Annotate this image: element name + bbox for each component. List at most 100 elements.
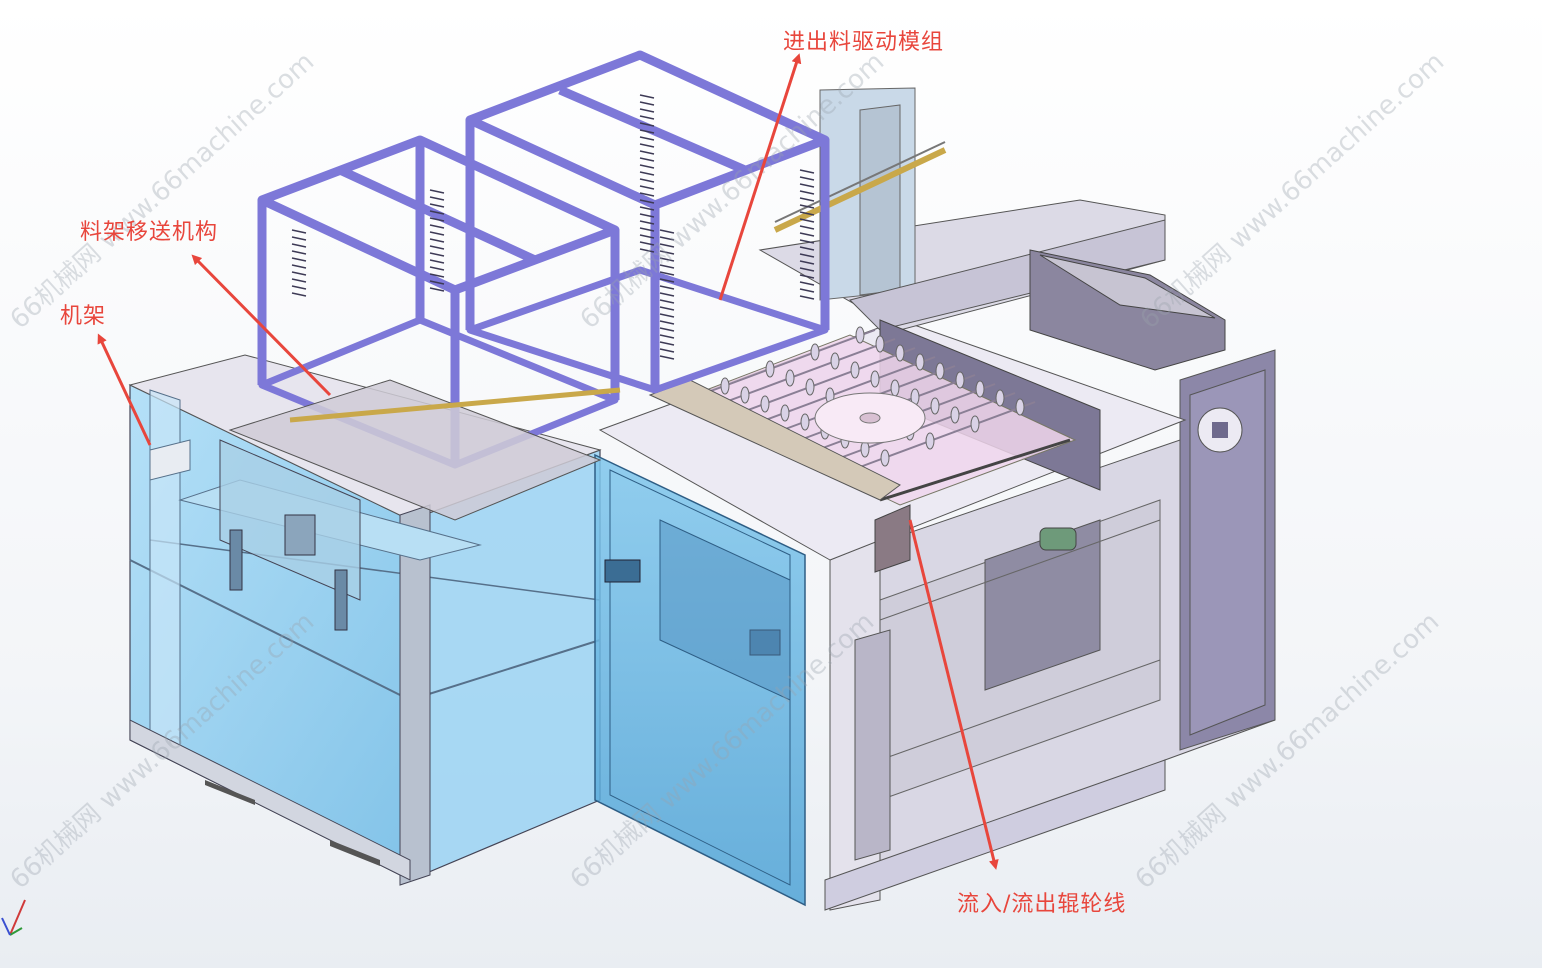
comb-tooth: [639, 150, 655, 155]
roller-wheel: [800, 413, 810, 431]
comb-tooth: [429, 273, 445, 278]
arrow-frame: [97, 333, 152, 446]
arrow-feed-drive: [718, 53, 802, 301]
roller-wheel: [785, 369, 795, 387]
comb-tooth: [639, 227, 655, 232]
roller-wheel: [780, 404, 790, 422]
comb-tooth: [659, 292, 675, 297]
comb-tooth: [291, 271, 307, 276]
roller-wheel: [740, 386, 750, 404]
arrow-rack-transfer: [191, 254, 332, 397]
comb-tooth: [639, 199, 655, 204]
comb-tooth: [429, 252, 445, 257]
comb-tooth: [799, 204, 815, 209]
rack-comb-teeth: [291, 94, 815, 360]
comb-tooth: [799, 260, 815, 265]
watermark-1: 66机械网 www.66machine.com: [5, 47, 321, 335]
comb-tooth: [429, 224, 445, 229]
comb-tooth: [639, 234, 655, 239]
comb-tooth: [799, 169, 815, 174]
comb-tooth: [639, 122, 655, 127]
roller-wheel: [720, 377, 730, 395]
comb-tooth: [639, 108, 655, 113]
roller-wheel: [805, 378, 815, 396]
comb-tooth: [799, 281, 815, 286]
comb-tooth: [291, 243, 307, 248]
comb-tooth: [639, 129, 655, 134]
comb-tooth: [429, 238, 445, 243]
roller-wheel: [950, 406, 960, 424]
comb-tooth: [291, 229, 307, 234]
comb-tooth: [639, 171, 655, 176]
comb-tooth: [659, 348, 675, 353]
label-feed-drive: 进出料驱动模组: [783, 30, 945, 55]
comb-tooth: [639, 192, 655, 197]
roller-wheel: [855, 326, 865, 344]
comb-tooth: [429, 203, 445, 208]
comb-tooth: [659, 250, 675, 255]
comb-tooth: [659, 341, 675, 346]
comb-tooth: [291, 236, 307, 241]
roller-wheel: [930, 397, 940, 415]
comb-tooth: [659, 229, 675, 234]
comb-tooth: [639, 220, 655, 225]
watermark-3: 66机械网 www.66machine.com: [1135, 47, 1451, 335]
comb-tooth: [639, 248, 655, 253]
comb-tooth: [659, 320, 675, 325]
comb-tooth: [639, 115, 655, 120]
roller-wheel: [995, 389, 1005, 407]
comb-tooth: [799, 274, 815, 279]
comb-tooth: [291, 292, 307, 297]
comb-tooth: [429, 196, 445, 201]
roller-wheel: [895, 344, 905, 362]
label-roller-line: 流入/流出辊轮线: [957, 892, 1127, 917]
comb-tooth: [291, 278, 307, 283]
comb-tooth: [799, 211, 815, 216]
comb-tooth: [429, 259, 445, 264]
comb-tooth: [659, 264, 675, 269]
comb-tooth: [291, 250, 307, 255]
roller-wheel: [975, 380, 985, 398]
comb-tooth: [639, 143, 655, 148]
comb-tooth: [639, 213, 655, 218]
comb-tooth: [659, 327, 675, 332]
label-rack-transfer: 料架移送机构: [80, 220, 219, 245]
comb-tooth: [799, 288, 815, 293]
comb-tooth: [429, 189, 445, 194]
roller-wheel: [850, 361, 860, 379]
comb-tooth: [659, 257, 675, 262]
roller-wheel: [830, 352, 840, 370]
roller-wheel: [1015, 398, 1025, 416]
comb-tooth: [291, 285, 307, 290]
roller-wheel: [890, 379, 900, 397]
roller-wheel: [935, 362, 945, 380]
comb-tooth: [659, 243, 675, 248]
right-cabinet: [824, 349, 1276, 911]
comb-tooth: [659, 306, 675, 311]
comb-tooth: [429, 266, 445, 271]
comb-tooth: [659, 271, 675, 276]
roller-wheel: [915, 353, 925, 371]
comb-tooth: [659, 299, 675, 304]
comb-tooth: [659, 313, 675, 318]
roller-wheel: [925, 432, 935, 450]
comb-tooth: [639, 101, 655, 106]
front-door: [594, 453, 806, 907]
comb-tooth: [659, 236, 675, 241]
comb-tooth: [429, 280, 445, 285]
axis-triad-icon: [1, 899, 26, 936]
comb-tooth: [639, 94, 655, 99]
comb-tooth: [429, 245, 445, 250]
label-frame: 机架: [60, 304, 107, 329]
roller-line: [648, 326, 1077, 506]
roller-wheel: [970, 415, 980, 433]
roller-wheel: [765, 360, 775, 378]
comb-tooth: [799, 246, 815, 251]
comb-tooth: [639, 136, 655, 141]
comb-tooth: [639, 185, 655, 190]
comb-tooth: [799, 232, 815, 237]
comb-tooth: [659, 278, 675, 283]
comb-tooth: [659, 355, 675, 360]
comb-tooth: [799, 295, 815, 300]
